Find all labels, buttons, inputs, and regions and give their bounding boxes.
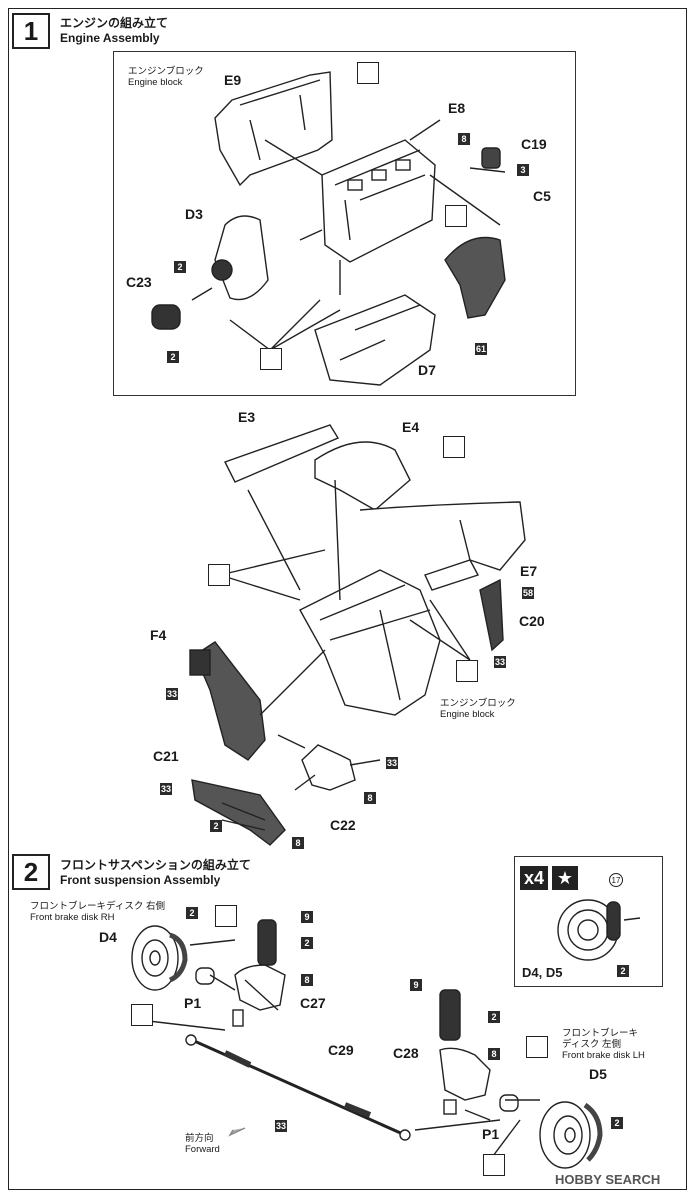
- inset-part-label: D4, D5: [522, 965, 563, 980]
- part-label-d3: D3: [185, 206, 203, 222]
- paint-code: 8: [488, 1048, 500, 1060]
- forward-jp: 前方向: [185, 1133, 214, 1144]
- step-title: エンジンの組み立て Engine Assembly: [60, 16, 168, 46]
- part-label-c28: C28: [393, 1045, 419, 1061]
- paint-code: 8: [301, 974, 313, 986]
- paint-code: 2: [186, 907, 198, 919]
- paint-code: 8: [458, 133, 470, 145]
- part-label-f4: F4: [150, 627, 167, 643]
- cement-icon: [456, 660, 478, 682]
- part-label-d5: D5: [589, 1066, 607, 1082]
- engine-block-caption-bottom: エンジンブロック Engine block: [440, 698, 516, 720]
- page-frame: [8, 8, 687, 1190]
- paint-code: 2: [617, 965, 629, 977]
- paint-code: 9: [410, 979, 422, 991]
- part-label-p1: P1: [184, 995, 202, 1011]
- step-title-jp: フロントサスペンションの組み立て: [60, 858, 251, 872]
- cement-icon: [208, 564, 230, 586]
- part-label-c22: C22: [330, 817, 356, 833]
- decal-number: 17: [609, 873, 623, 887]
- disk-lh-jp-1: フロントブレーキ: [562, 1028, 639, 1039]
- cement-icon: [445, 205, 467, 227]
- no-cement-icon: [131, 1004, 153, 1026]
- cement-icon: [526, 1036, 548, 1058]
- paint-code: 2: [301, 937, 313, 949]
- paint-code: 2: [174, 261, 186, 273]
- part-label-e8: E8: [448, 100, 466, 116]
- part-label-c5: C5: [533, 188, 551, 204]
- part-label-c27: C27: [300, 995, 326, 1011]
- paint-code: 2: [167, 351, 179, 363]
- cement-icon: [443, 436, 465, 458]
- disk-rh-en: Front brake disk RH: [30, 912, 115, 923]
- paint-code: 61: [475, 343, 487, 355]
- inset-star-icon: ★: [552, 866, 578, 890]
- paint-code: 33: [275, 1120, 287, 1132]
- part-label-d4: D4: [99, 929, 117, 945]
- step-title-en: Front suspension Assembly: [60, 873, 221, 887]
- engine-block-en: Engine block: [440, 709, 495, 720]
- part-label-e4: E4: [402, 419, 420, 435]
- paint-code: 58: [522, 587, 534, 599]
- disk-lh-jp-2: ディスク 左側: [562, 1039, 621, 1050]
- front-brake-disk-rh-caption: フロントブレーキディスク 右側 Front brake disk RH: [30, 901, 165, 923]
- engine-block-jp: エンジンブロック: [440, 698, 516, 709]
- step-number: 1: [12, 13, 50, 49]
- engine-block-subassembly-box: [113, 51, 576, 396]
- disk-rh-jp: フロントブレーキディスク 右側: [30, 901, 165, 912]
- paint-code: 33: [494, 656, 506, 668]
- paint-code: 2: [611, 1117, 623, 1129]
- paint-code: 2: [488, 1011, 500, 1023]
- disk-lh-en: Front brake disk LH: [562, 1050, 645, 1061]
- step-title-en: Engine Assembly: [60, 31, 160, 45]
- part-label-e3: E3: [238, 409, 256, 425]
- part-label-c21: C21: [153, 748, 179, 764]
- inset-count: x4: [520, 866, 548, 890]
- disk-decal-inset: [514, 856, 663, 987]
- step-title-jp: エンジンの組み立て: [60, 16, 169, 30]
- engine-block-jp: エンジンブロック: [128, 66, 204, 77]
- cement-icon: [260, 348, 282, 370]
- part-label-p1: P1: [482, 1126, 500, 1142]
- no-cement-icon: [483, 1154, 505, 1176]
- part-label-c29: C29: [328, 1042, 354, 1058]
- engine-block-en: Engine block: [128, 77, 183, 88]
- paint-code: 33: [160, 783, 172, 795]
- forward-en: Forward: [185, 1144, 220, 1155]
- paint-code: 33: [166, 688, 178, 700]
- paint-code: 9: [301, 911, 313, 923]
- paint-code: 8: [292, 837, 304, 849]
- part-label-e7: E7: [520, 563, 538, 579]
- forward-caption: 前方向 Forward: [185, 1133, 220, 1155]
- part-label-c19: C19: [521, 136, 547, 152]
- part-label-c20: C20: [519, 613, 545, 629]
- step-number: 2: [12, 854, 50, 890]
- part-label-e9: E9: [224, 72, 242, 88]
- paint-code: 2: [210, 820, 222, 832]
- front-brake-disk-lh-caption: フロントブレーキ ディスク 左側 Front brake disk LH: [562, 1028, 645, 1061]
- paint-code: 3: [517, 164, 529, 176]
- cement-icon: [357, 62, 379, 84]
- paint-code: 8: [364, 792, 376, 804]
- part-label-c23: C23: [126, 274, 152, 290]
- engine-block-caption-top: エンジンブロック Engine block: [128, 66, 204, 88]
- paint-code: 33: [386, 757, 398, 769]
- step-title: フロントサスペンションの組み立て Front suspension Assemb…: [60, 858, 251, 888]
- cement-icon: [215, 905, 237, 927]
- watermark: HOBBY SEARCH: [555, 1172, 661, 1187]
- part-label-d7: D7: [418, 362, 436, 378]
